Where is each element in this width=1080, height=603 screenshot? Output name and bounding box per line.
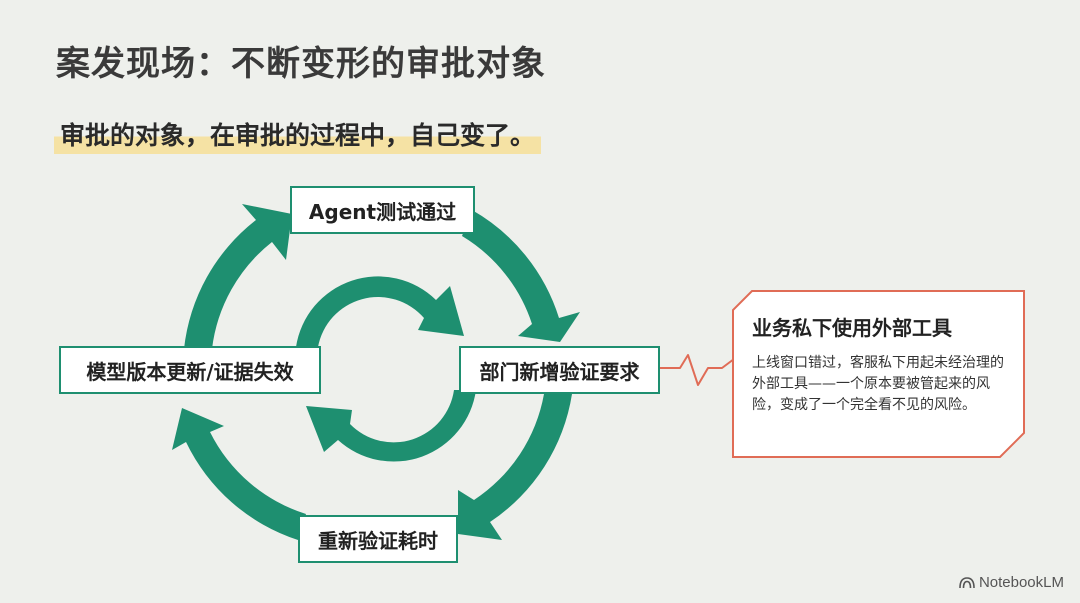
connector-zigzag [659, 354, 739, 386]
outer-arrow-right-to-bottom [458, 394, 572, 540]
inner-arrow-lower [306, 390, 476, 462]
outer-arrow-left-to-top [184, 204, 292, 349]
outer-arrow-bottom-to-left [172, 408, 306, 540]
callout-box [732, 290, 1025, 458]
slide-subtitle: 审批的对象，在审批的过程中，自己变了。 [60, 121, 536, 150]
slide-title: 案发现场：不断变形的审批对象 [56, 44, 546, 84]
brand-watermark: NotebookLM [959, 574, 1064, 591]
inner-arrow-upper [296, 276, 464, 347]
subtitle-highlight: 审批的对象，在审批的过程中，自己变了。 [54, 118, 542, 154]
callout: 业务私下使用外部工具 上线窗口错过，客服私下用起未经治理的外部工具——一个原本要… [752, 312, 1014, 416]
node-department-new-validation: 部门新增验证要求 [459, 346, 660, 394]
node-agent-test-passed: Agent测试通过 [290, 186, 475, 234]
outer-arrow-top-to-right [462, 210, 580, 342]
callout-body: 上线窗口错过，客服私下用起未经治理的外部工具——一个原本要被管起来的风险，变成了… [752, 355, 1004, 413]
node-revalidation-time: 重新验证耗时 [298, 515, 458, 563]
node-model-update-evidence-invalid: 模型版本更新/证据失效 [59, 346, 321, 394]
notebooklm-logo-icon [959, 576, 975, 588]
callout-title: 业务私下使用外部工具 [752, 316, 952, 340]
brand-label: NotebookLM [978, 574, 1064, 591]
